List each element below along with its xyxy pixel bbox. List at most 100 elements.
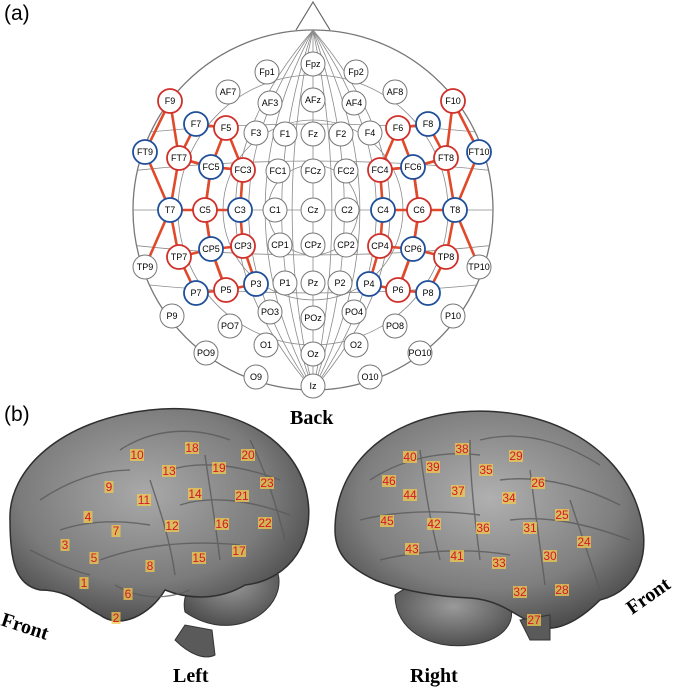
label-front-right: Front <box>622 573 675 619</box>
electrode-f5: F5 <box>213 115 239 141</box>
electrode-label: C2 <box>341 205 353 215</box>
electrode-label: TP10 <box>468 262 490 272</box>
marker-bg <box>405 543 419 555</box>
electrode-label: FT8 <box>438 153 454 163</box>
label-right: Right <box>410 665 458 687</box>
region-number: 2 <box>113 611 120 625</box>
marker-bg <box>403 451 417 463</box>
region-number: 38 <box>455 442 469 456</box>
electrode-label: Oz <box>307 349 319 359</box>
electrode-label: Fz <box>308 129 318 139</box>
electrode-label: FC2 <box>337 166 354 176</box>
marker-bg <box>165 520 179 532</box>
marker-bg <box>455 443 469 455</box>
electrode-t7: T7 <box>157 197 183 223</box>
electrode-label: Fpz <box>305 59 321 69</box>
marker-bg <box>215 518 229 530</box>
electrode-label: F3 <box>251 128 262 138</box>
marker-bg <box>235 490 249 502</box>
electrode-label: PO4 <box>345 307 363 317</box>
electrode-label: FC4 <box>371 165 388 175</box>
electrode-label: FT9 <box>137 147 153 157</box>
region-number: 15 <box>192 551 206 565</box>
electrode-label: TP9 <box>137 262 154 272</box>
electrode-label: TP7 <box>171 252 188 262</box>
region-number: 7 <box>113 524 120 538</box>
marker-bg <box>509 450 523 462</box>
marker-bg <box>523 522 537 534</box>
electrode-label: P10 <box>445 311 461 321</box>
electrode-label: F10 <box>445 96 461 106</box>
electrode-label: FC1 <box>269 166 286 176</box>
electrode-label: POz <box>304 313 322 323</box>
electrode-label: FT10 <box>468 147 489 157</box>
electrode-p1: P1 <box>272 270 298 296</box>
electrode-label: C3 <box>234 205 246 215</box>
marker-bg <box>577 536 591 548</box>
marker-bg <box>403 489 417 501</box>
region-number: 25 <box>555 508 569 522</box>
electrode-label: FC6 <box>404 162 421 172</box>
electrode-label: O2 <box>350 340 362 350</box>
electrode-c1: C1 <box>262 197 288 223</box>
marker-bg <box>555 584 569 596</box>
region-number: 24 <box>577 535 591 549</box>
region-number: 30 <box>543 549 557 563</box>
electrode-label: AF3 <box>262 98 279 108</box>
electrode-label: P1 <box>279 278 290 288</box>
electrode-label: O1 <box>260 340 272 350</box>
marker-bg <box>162 465 176 477</box>
region-number: 6 <box>125 587 132 601</box>
marker-bg <box>426 461 440 473</box>
electrode-label: F4 <box>365 128 376 138</box>
electrode-c3: C3 <box>227 197 253 223</box>
region-number: 20 <box>241 448 255 462</box>
electrode-label: CP3 <box>234 241 252 251</box>
electrode-label: P6 <box>392 285 403 295</box>
electrode-label: CP4 <box>371 241 389 251</box>
marker-bg <box>450 550 464 562</box>
electrode-label: F8 <box>423 119 434 129</box>
electrode-p10: P10 <box>440 303 466 329</box>
region-number: 44 <box>403 488 417 502</box>
marker-bg <box>260 477 274 489</box>
electrode-label: P3 <box>250 279 261 289</box>
electrode-label: T7 <box>165 205 176 215</box>
region-number: 37 <box>451 484 465 498</box>
electrode-p5: P5 <box>213 277 239 303</box>
electrode-label: F1 <box>280 129 291 139</box>
electrode-fc4: FC4 <box>367 157 393 183</box>
electrode-cpz: CPz <box>300 232 326 258</box>
electrode-label: PO8 <box>386 321 404 331</box>
electrode-label: O10 <box>361 372 378 382</box>
electrode-po4: PO4 <box>341 299 367 325</box>
electrode-cp5: CP5 <box>198 236 224 262</box>
electrode-f7: F7 <box>183 111 209 137</box>
electrode-poz: POz <box>300 305 326 331</box>
electrode-po9: PO9 <box>193 340 219 366</box>
electrode-pz: Pz <box>300 270 326 296</box>
marker-bg <box>513 586 527 598</box>
region-number: 29 <box>509 449 523 463</box>
electrode-p3: P3 <box>243 271 269 297</box>
marker-bg <box>232 545 246 557</box>
marker-bg <box>104 481 114 493</box>
electrode-label: C4 <box>377 205 389 215</box>
region-number: 35 <box>479 463 493 477</box>
right-hemisphere <box>334 410 645 647</box>
marker-bg <box>476 522 490 534</box>
electrode-label: P4 <box>363 279 374 289</box>
electrode-cp6: CP6 <box>400 236 426 262</box>
electrode-tp7: TP7 <box>166 244 192 270</box>
electrode-cp2: CP2 <box>333 232 359 258</box>
panel-label-a: (a) <box>4 2 30 25</box>
electrode-fp1: Fp1 <box>254 59 280 85</box>
electrode-label: Fp2 <box>348 67 364 77</box>
electrode-label: P9 <box>166 311 177 321</box>
marker-bg <box>555 509 569 521</box>
marker-bg <box>111 612 121 624</box>
electrode-p9: P9 <box>159 303 185 329</box>
region-number: 33 <box>492 556 506 570</box>
electrode-c4: C4 <box>370 197 396 223</box>
region-number: 40 <box>403 450 417 464</box>
